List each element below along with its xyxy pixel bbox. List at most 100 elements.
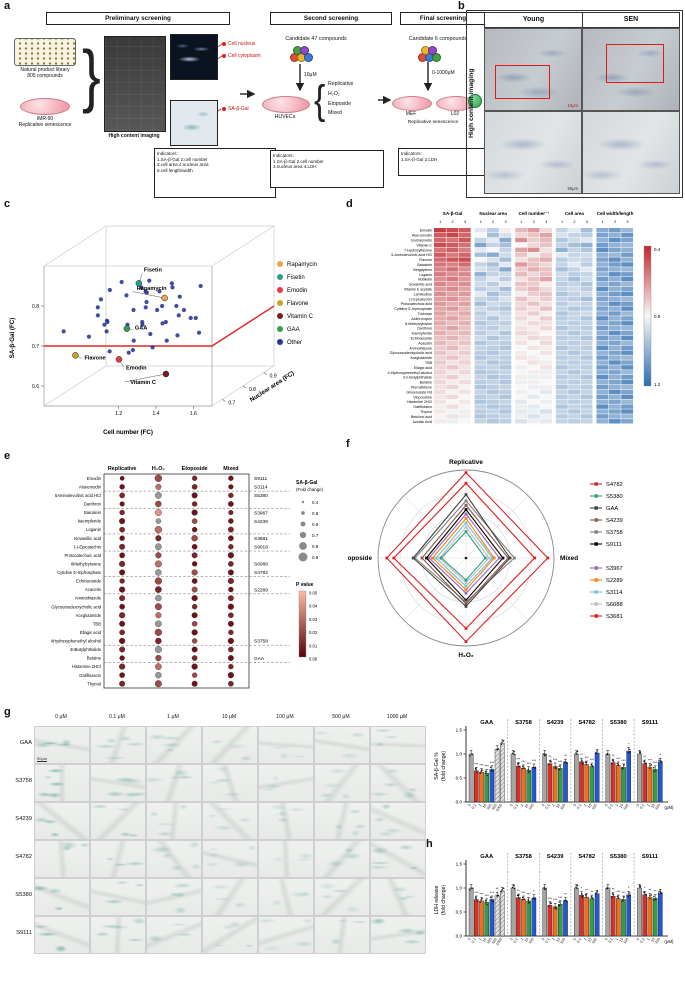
svg-text:0.5: 0.5 [456,776,463,781]
svg-text:1: 1 [615,937,619,941]
svg-text:0.4: 0.4 [654,247,661,252]
svg-text:1.2: 1.2 [115,411,122,417]
svg-text:10: 10 [524,937,530,943]
svg-text:***: *** [527,892,532,896]
micrograph-S5380-6 [370,878,426,916]
dotplot-right-label: S9111 [254,476,267,482]
dose-range-label: 0-1000μM [432,70,455,76]
micrograph-young-high: 50μm [484,111,582,194]
svg-text:**: ** [496,887,499,891]
svg-text:***: *** [590,758,595,762]
annotation-sabgal: SA-β-Gal [222,106,249,112]
stage-second-title: Second screening [270,12,392,25]
svg-text:1.4: 1.4 [153,411,160,417]
heatmap-row-label: Danthron [417,327,432,331]
annotation-cell-nucleus-text: Cell nucleus [228,41,256,47]
bar-group-label: GAA [480,854,494,860]
svg-text:500: 500 [491,803,498,810]
dotplot-row-label: Echinacoside [76,579,102,584]
svg-text:1: 1 [561,220,563,224]
x-unit-label: (μM) [664,805,674,810]
svg-text:**: ** [585,889,588,893]
svg-text:100: 100 [623,937,630,944]
heatmap-row-label: Isovanillic acid [409,283,432,287]
radar-legend-label: S4239 [606,518,623,524]
panel-b-letter: b [458,0,465,12]
bar-group-label: S3758 [515,854,533,860]
svg-text:10: 10 [555,937,561,943]
micrograph-S4782-5 [314,840,370,878]
heatmap-row-label: 3-n-Butylphthalide [403,376,432,380]
svg-text:0.0: 0.0 [456,934,463,939]
dotplot-column-header: Replicative [108,466,136,472]
svg-text:**: ** [517,889,520,893]
svg-text:***: *** [479,764,484,768]
svg-text:***: *** [490,761,495,765]
radar-axis-label: Replicative [449,459,483,466]
micrograph-GAA-5 [314,726,370,764]
svg-text:**: ** [612,754,615,758]
radar-legend-label: GAA [606,506,618,512]
micrograph-S9111-3 [202,916,258,954]
svg-text:1: 1 [615,803,619,807]
column-header-young: Young [484,12,583,28]
svg-text:1: 1 [520,937,524,941]
bar-group-label: S5380 [610,720,627,726]
micrograph-S4782-1 [90,840,146,878]
micrograph-S5380-1 [90,878,146,916]
micrograph-S3758-1 [90,764,146,802]
svg-text:1.2: 1.2 [654,382,661,387]
micrograph-GAA-4 [258,726,314,764]
svg-text:0.7: 0.7 [312,533,319,538]
bar-group-label: S9111 [642,854,659,860]
svg-text:3: 3 [586,220,588,224]
svg-text:1.5: 1.5 [456,862,463,867]
svg-text:0: 0 [604,937,608,941]
micrograph-S5380-2 [146,878,202,916]
svg-text:0.5: 0.5 [312,511,319,516]
dotplot-row-label: Cytidine 5'-triphosphate [57,570,102,575]
micrograph-S9111-1 [90,916,146,954]
g-row-label: S4782 [15,854,32,860]
svg-text:1: 1 [583,937,587,941]
dotplot-row-label: Emodin [87,476,102,481]
svg-text:***: *** [521,760,526,764]
size-legend-subtitle: (Fold change) [296,487,324,492]
svg-text:0.1: 0.1 [544,803,550,810]
panel-d-letter: d [346,198,353,210]
svg-text:0.1: 0.1 [639,803,645,810]
dotplot-right-label: S4239 [254,519,268,525]
svg-text:0.1: 0.1 [576,803,582,810]
dotplot-right-label: S3967 [254,510,268,516]
scale-label: 50μm [37,756,48,762]
svg-text:500: 500 [491,937,498,944]
dotplot-row-label: 3nButylphthalide [70,647,102,652]
bar-group-label: S5380 [610,854,627,860]
heatmap-row-label: 8-Methylcytosine [405,322,432,326]
svg-text:0.1: 0.1 [471,937,477,944]
heatmap-group-header: Nuclear area [479,211,507,216]
svg-text:***: *** [474,891,479,895]
svg-text:0.01: 0.01 [309,643,318,648]
heatmap-row-label: 5-Aminolevulinic acid HCl [391,253,432,257]
g-column-label: 1 μM [167,714,179,720]
svg-text:0: 0 [573,937,577,941]
g-column-label: 500 μM [332,714,350,720]
dotplot-column-header: Mixed [223,466,238,472]
svg-text:1000: 1000 [495,937,503,946]
svg-text:1: 1 [646,937,650,941]
dotplot-row-label: Betaine [87,656,102,661]
nucleus-micrograph [170,34,218,80]
indicators-box-2: Indicators: 1.SA-β-Gal 2.cell number 3.n… [270,150,384,188]
svg-text:10: 10 [619,803,625,809]
heatmap-row-label: Ginsenoside Rd [406,390,432,394]
highlight-label: Rapamycin [137,286,167,292]
radar-legend-label: S9111 [606,542,622,548]
indicators2-title: Indicators: [273,153,294,158]
svg-text:10: 10 [650,803,656,809]
svg-text:0.8: 0.8 [32,304,39,310]
svg-text:***: *** [532,759,537,763]
roi-rectangle [494,64,551,100]
svg-text:10: 10 [619,937,625,943]
